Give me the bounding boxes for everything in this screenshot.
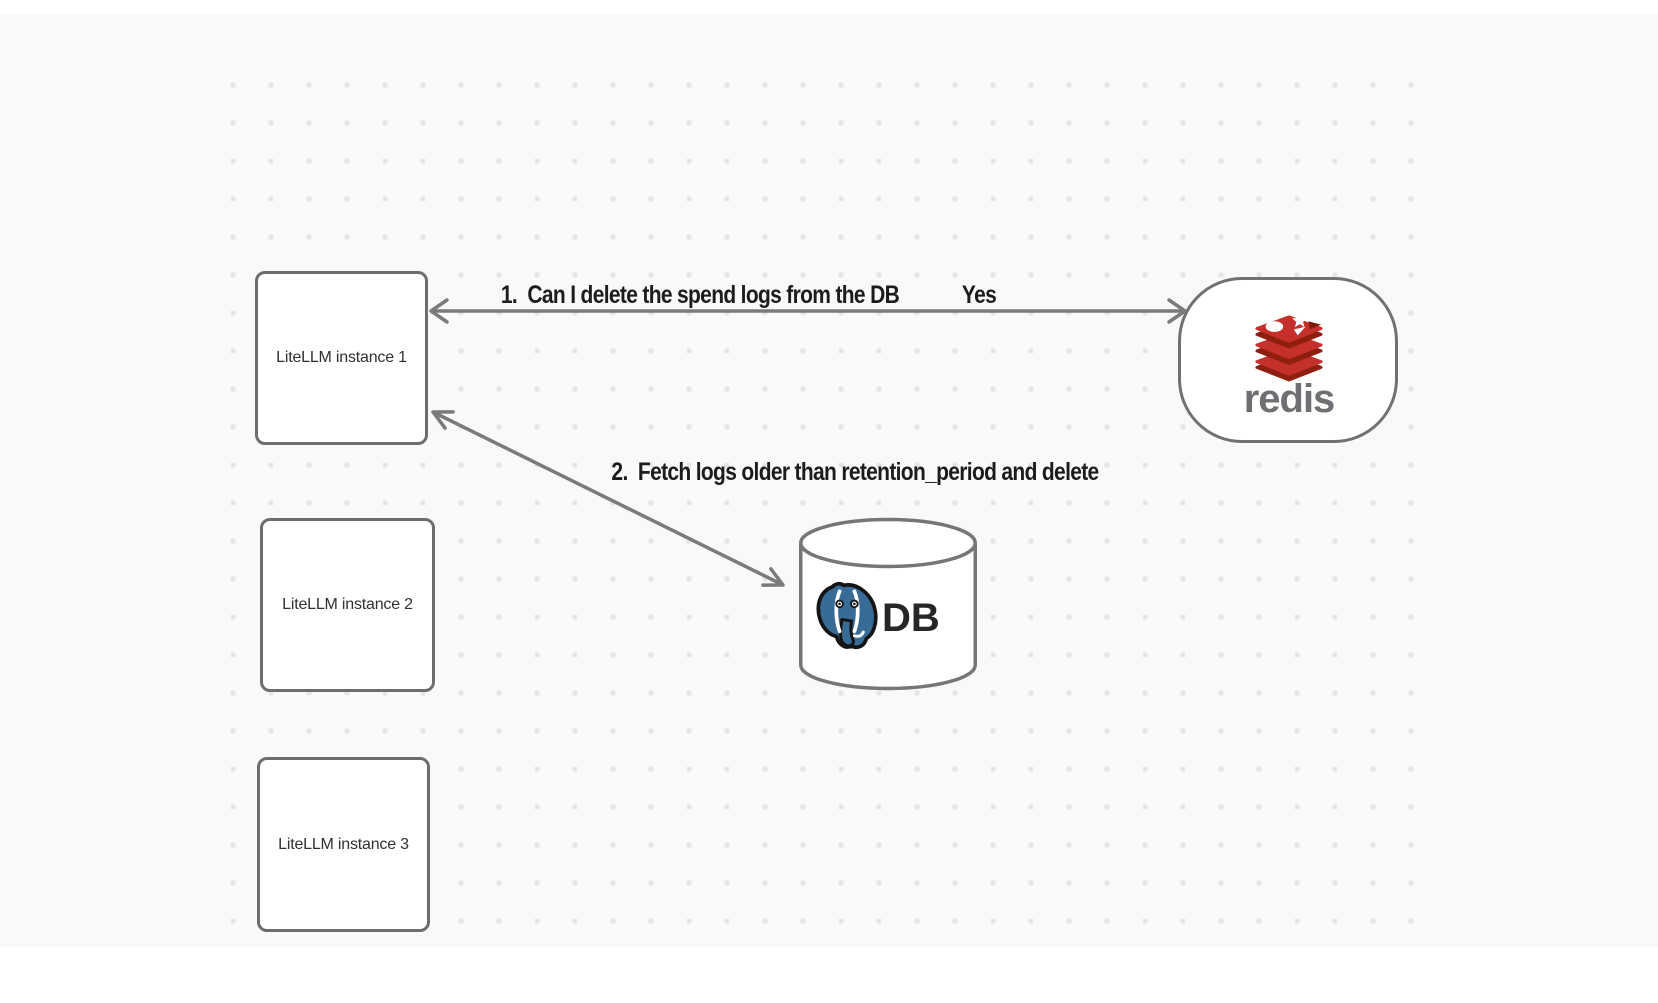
db-label: DB <box>882 596 940 640</box>
redis-wordmark: redis <box>1243 377 1336 421</box>
node-label: LiteLLM instance 1 <box>276 349 407 366</box>
arrow1-question-label: 1. Can I delete the spend logs from the … <box>500 281 900 309</box>
node-litellm-instance-1: LiteLLM instance 1 <box>255 271 428 445</box>
node-label: LiteLLM instance 2 <box>282 596 413 613</box>
arrow1-answer-label: Yes <box>961 281 997 309</box>
redis-logo-icon <box>1255 312 1323 382</box>
node-litellm-instance-3: LiteLLM instance 3 <box>257 757 430 932</box>
postgresql-elephant-icon <box>816 581 878 650</box>
top-margin <box>0 0 1658 14</box>
node-label: LiteLLM instance 3 <box>278 835 409 853</box>
arrow2-action-label: 2. Fetch logs older than retention_perio… <box>611 458 1099 486</box>
node-litellm-instance-2: LiteLLM instance 2 <box>260 518 435 692</box>
bottom-margin <box>0 947 1658 1003</box>
